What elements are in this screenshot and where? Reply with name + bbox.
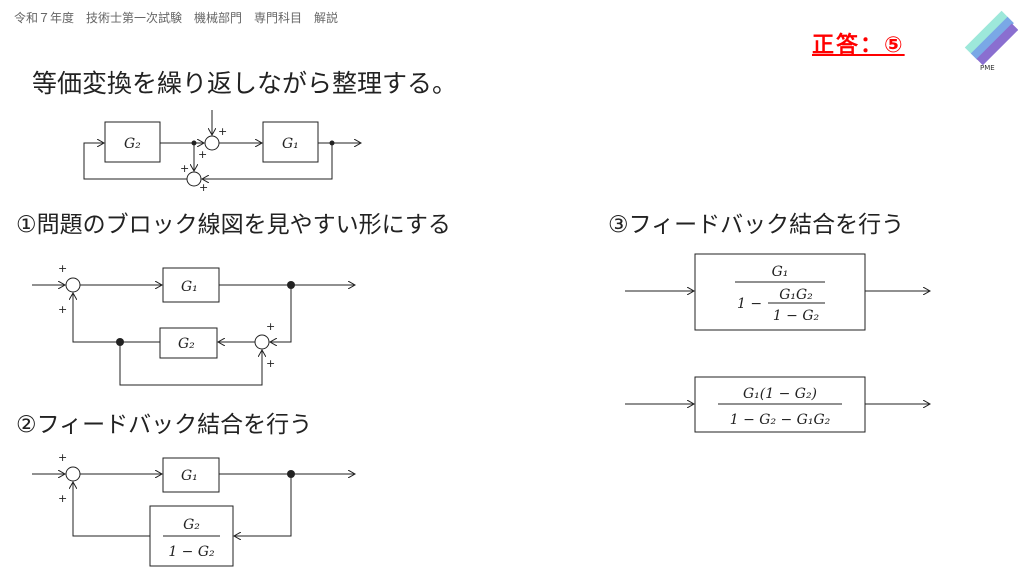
g1-label: G₁ [181, 468, 198, 484]
plus-sign: + [199, 181, 208, 194]
step2-heading: ②フィードバック結合を行う [16, 412, 313, 438]
step3-diagram [625, 253, 930, 433]
final-numerator: G₁(1 − G₂) [743, 386, 817, 402]
logo-text: PME [980, 64, 995, 72]
g1-label: G₁ [181, 279, 198, 295]
plus-sign: + [218, 125, 227, 138]
g1-block [162, 457, 220, 493]
g2-block [104, 121, 161, 163]
final-denominator: 1 − G₂ − G₁G₂ [730, 412, 831, 428]
plus-sign: + [58, 303, 67, 316]
fraction-numerator: G₂ [183, 517, 200, 533]
step3-heading: ③フィードバック結合を行う [608, 212, 905, 238]
plus-sign: + [58, 262, 67, 275]
step2-diagram [32, 457, 355, 567]
plus-sign: + [58, 492, 67, 505]
plus-sign: + [198, 148, 207, 161]
plus-sign: + [266, 357, 275, 370]
inner-numerator: G₁G₂ [779, 287, 813, 303]
original-diagram [83, 110, 361, 187]
plus-sign: + [58, 451, 67, 464]
header-title: 令和７年度 技術士第一次試験 機械部門 専門科目 解説 [14, 11, 339, 25]
fraction-numerator: G₁ [772, 264, 789, 280]
lead-text: 等価変換を繰り返しながら整理する。 [32, 69, 458, 98]
g1-block [262, 121, 319, 163]
plus-sign: + [266, 320, 275, 333]
fraction-denominator: 1 − G₂ [168, 544, 215, 560]
fraction-denominator-prefix: 1 − [737, 296, 762, 312]
g2-label: G₂ [178, 336, 195, 352]
inner-denominator: 1 − G₂ [773, 308, 820, 324]
correct-answer: 正答：⑤ [812, 33, 905, 58]
step1-heading: ①問題のブロック線図を見やすい形にする [16, 212, 451, 238]
g2-label: G₂ [124, 136, 141, 152]
g1-label: G₁ [282, 136, 299, 152]
pme-logo: PME [958, 6, 1019, 72]
plus-sign: + [180, 162, 189, 175]
